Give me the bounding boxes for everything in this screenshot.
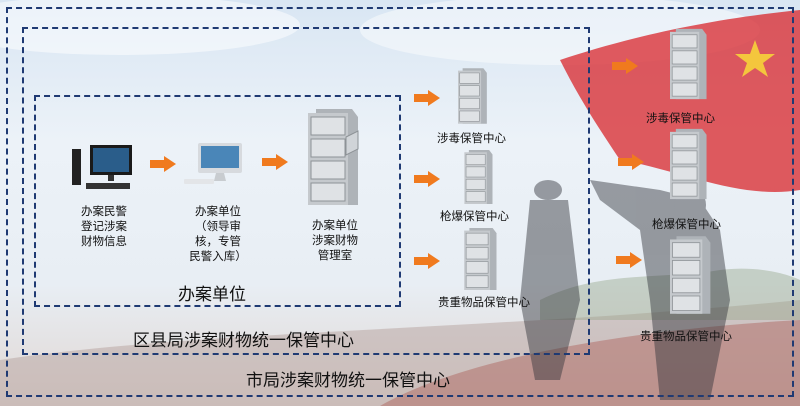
arrow-icon — [414, 253, 440, 269]
figure-silhouette — [520, 180, 580, 380]
filing-cabinet-icon — [464, 228, 497, 290]
filing-cabinet-icon — [670, 236, 711, 314]
arrow-icon — [262, 154, 288, 170]
filing-cabinet-icon — [670, 128, 707, 200]
step-text-review: 办案单位 （领导审 核，专管 民警入库） — [189, 204, 247, 263]
office-unit-box — [34, 95, 401, 307]
step-text-register: 办案民警 登记涉案 财物信息 — [81, 204, 127, 248]
city-center-label: 市局涉案财物统一保管中心 — [246, 371, 450, 391]
arrow-icon — [150, 156, 176, 172]
arrow-icon — [612, 58, 638, 74]
city-center-drug-label: 涉毒保管中心 — [646, 111, 715, 125]
city-center-firearms-label: 枪爆保管中心 — [652, 217, 721, 231]
county-center-firearms-label: 枪爆保管中心 — [440, 209, 509, 223]
flag-star-icon — [735, 40, 775, 77]
desktop-computer-icon — [72, 145, 132, 189]
county-center-drug-label: 涉毒保管中心 — [437, 131, 506, 145]
county-center-valuables-label: 贵重物品保管中心 — [438, 295, 530, 309]
arrow-icon — [414, 90, 440, 106]
city-center-valuables-label: 贵重物品保管中心 — [640, 329, 732, 343]
filing-cabinet-icon — [464, 150, 493, 204]
imac-computer-icon — [184, 143, 242, 184]
filing-cabinet-icon — [458, 68, 487, 124]
arrow-icon — [414, 171, 440, 187]
step-text-storage-room: 办案单位 涉案财物 管理室 — [312, 218, 358, 262]
county-center-label: 区县局涉案财物统一保管中心 — [133, 331, 354, 351]
filing-cabinet-icon — [670, 28, 707, 100]
arrow-icon — [618, 154, 644, 170]
city-center-box — [6, 7, 794, 397]
filing-cabinet-icon — [308, 109, 359, 205]
county-center-box — [22, 27, 590, 355]
arrow-icon — [616, 252, 642, 268]
office-unit-label: 办案单位 — [178, 285, 246, 305]
